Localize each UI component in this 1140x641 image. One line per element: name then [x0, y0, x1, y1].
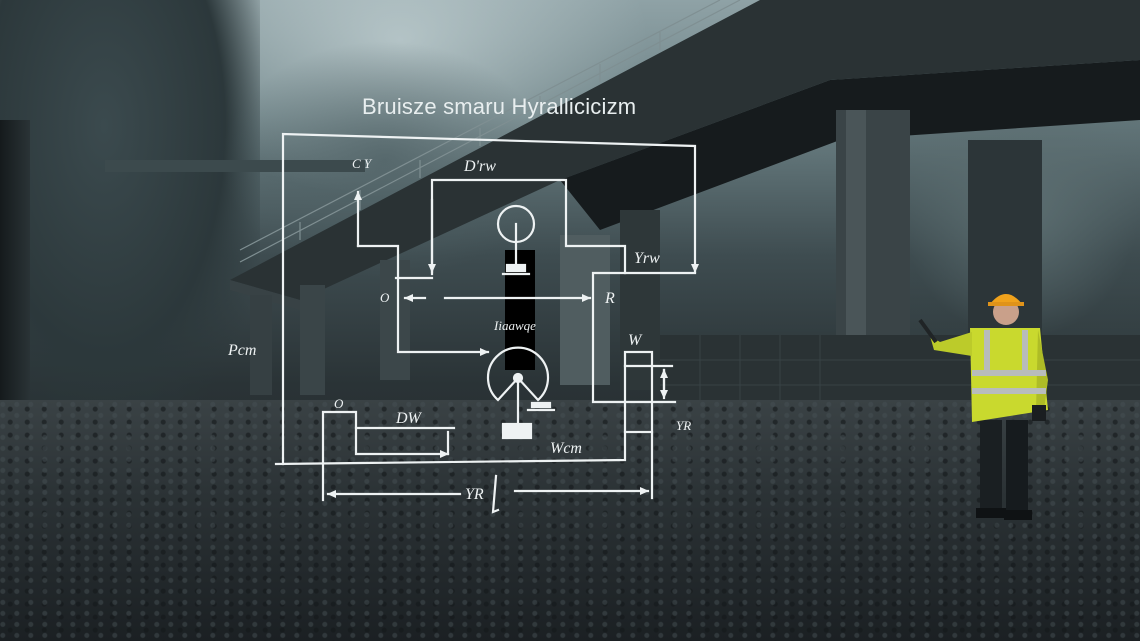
label-yr-bottom: YR — [465, 486, 484, 503]
cylinder-actuator-icon — [623, 350, 674, 500]
label-w: W — [628, 332, 642, 349]
diagram-title: Bruisze smaru Hyrallicicizm — [362, 94, 637, 119]
drw-loop-line — [430, 178, 627, 276]
label-c-y: C Y — [352, 156, 372, 171]
outer-loop-line — [281, 132, 699, 466]
label-o-low: O — [334, 396, 344, 411]
pressure-gauge-icon — [496, 204, 536, 276]
label-r: R — [605, 290, 615, 307]
hard-hat-icon — [990, 294, 1022, 304]
label-center: Iiaawqe — [494, 318, 536, 333]
o-low-line — [321, 410, 456, 502]
label-drw: D'rw — [464, 158, 496, 175]
dw-line — [354, 426, 450, 458]
label-yr-right: YR — [676, 418, 692, 433]
l-mark — [491, 474, 500, 514]
trees-left — [0, 0, 260, 420]
r-loop-line — [591, 271, 697, 404]
gravel-ground — [0, 400, 1140, 641]
wcm-line — [274, 430, 627, 466]
label-wcm: Wcm — [550, 440, 582, 457]
footbridge — [105, 160, 365, 172]
label-yrw: Yrw — [634, 250, 660, 267]
left-structure — [0, 120, 30, 420]
lower-feed-line — [356, 244, 490, 356]
worker-figure — [918, 294, 1048, 520]
label-o: O — [380, 290, 390, 305]
label-pcm: Pcm — [228, 342, 257, 359]
manometer-dial-icon — [486, 346, 556, 440]
label-dw: DW — [396, 410, 421, 427]
